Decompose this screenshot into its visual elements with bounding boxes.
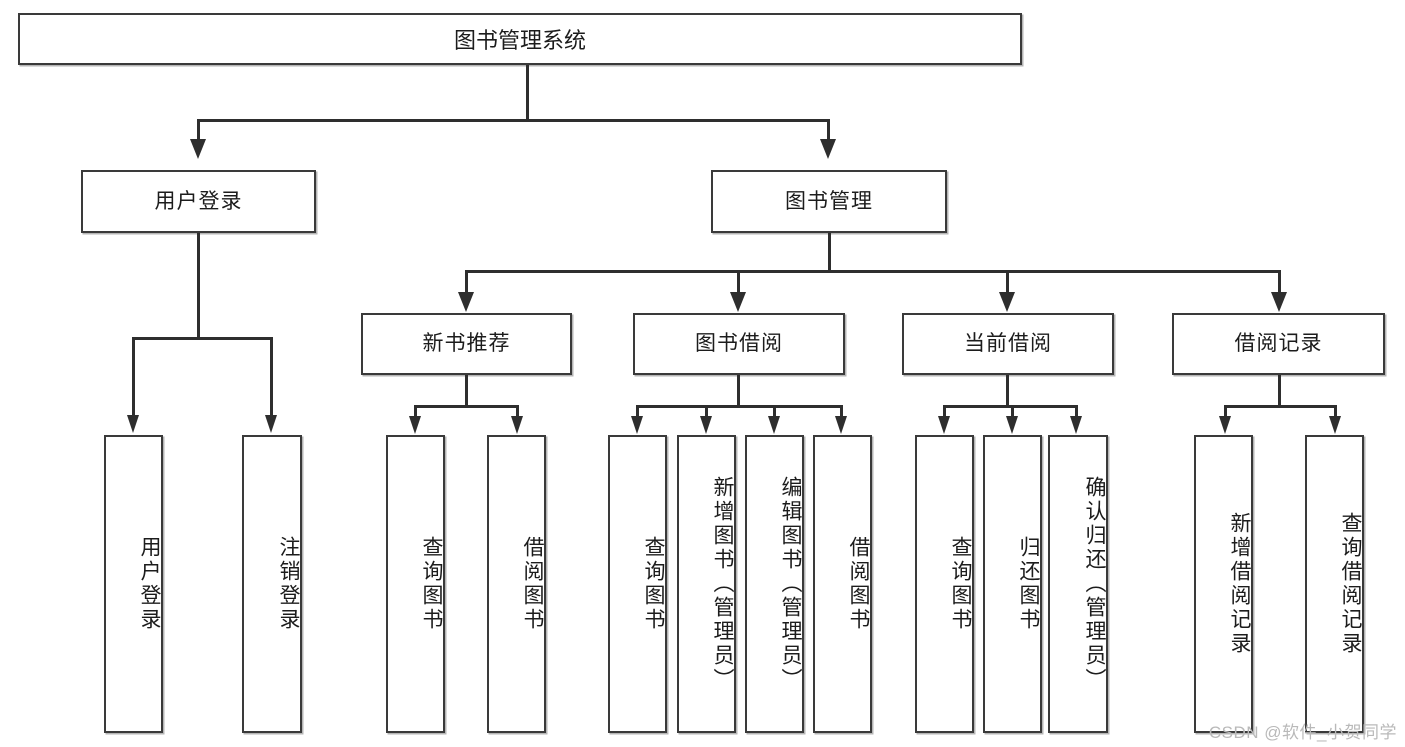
edge-book-borrow-drop-3 — [840, 405, 843, 418]
arrow-to-current-borrow — [999, 292, 1015, 312]
edge-new-book-bus — [414, 405, 518, 408]
leaf-user-logout[interactable]: 注销登录 — [242, 435, 302, 733]
node-label: 新书推荐 — [422, 332, 511, 356]
node-label: 新增借阅记录 — [1228, 512, 1251, 656]
node-label: 查询图书 — [949, 536, 972, 632]
node-borrow-record[interactable]: 借阅记录 — [1172, 313, 1385, 375]
edge-level3-drop-0 — [465, 270, 468, 294]
arrow-to-leaf-query-book-3 — [938, 416, 950, 434]
arrow-to-user-login — [190, 139, 206, 159]
arrow-to-leaf-borrow-book-1 — [511, 416, 523, 434]
edge-user-login-bus — [132, 337, 272, 340]
node-label: 注销登录 — [277, 536, 300, 632]
edge-user-login-drop-1 — [270, 337, 273, 417]
node-label: 借阅图书 — [847, 536, 870, 632]
leaf-borrow-book[interactable]: 借阅图书 — [813, 435, 872, 733]
edge-book-management-stem — [828, 233, 831, 272]
node-label: 图书管理系统 — [453, 28, 586, 53]
arrow-to-leaf-user-logout — [265, 415, 277, 433]
leaf-edit-book-admin[interactable]: 编辑图书（管理员） — [745, 435, 804, 733]
leaf-user-login[interactable]: 用户登录 — [104, 435, 163, 733]
edge-borrow-record-stem — [1278, 375, 1281, 407]
edge-book-borrow-drop-1 — [705, 405, 708, 418]
node-label: 确认归还（管理员） — [1083, 476, 1106, 692]
leaf-return-book[interactable]: 归还图书 — [983, 435, 1042, 733]
arrow-to-leaf-query-book-1 — [409, 416, 421, 434]
edge-current-borrow-drop-0 — [943, 405, 946, 418]
edge-borrow-record-drop-1 — [1334, 405, 1337, 418]
edge-user-login-drop-0 — [132, 337, 135, 417]
arrow-to-borrow-record — [1271, 292, 1287, 312]
arrow-to-book-management — [820, 139, 836, 159]
arrow-to-leaf-add-book — [700, 416, 712, 434]
arrow-to-leaf-query-borrow-record — [1329, 416, 1341, 434]
edge-root-stem — [526, 65, 529, 120]
node-label: 图书管理 — [785, 189, 873, 213]
edge-current-borrow-drop-2 — [1075, 405, 1078, 418]
node-new-book-recommend[interactable]: 新书推荐 — [361, 313, 572, 375]
edge-root-bus — [197, 119, 829, 122]
edge-current-borrow-bus — [943, 405, 1077, 408]
node-label: 新增图书（管理员） — [711, 476, 734, 692]
edge-new-book-drop-1 — [516, 405, 519, 418]
edge-level3-drop-2 — [1006, 270, 1009, 294]
node-label: 用户登录 — [154, 189, 243, 213]
arrow-to-leaf-query-book-2 — [631, 416, 643, 434]
arrow-to-leaf-add-borrow-record — [1219, 416, 1231, 434]
node-label: 查询图书 — [420, 536, 443, 632]
edge-new-book-stem — [465, 375, 468, 407]
node-label: 归还图书 — [1017, 536, 1040, 632]
leaf-query-book-current[interactable]: 查询图书 — [915, 435, 974, 733]
node-current-borrow[interactable]: 当前借阅 — [902, 313, 1114, 375]
leaf-add-borrow-record[interactable]: 新增借阅记录 — [1194, 435, 1253, 733]
edge-book-borrow-drop-2 — [773, 405, 776, 418]
leaf-borrow-book-recommend[interactable]: 借阅图书 — [487, 435, 546, 733]
node-label: 查询借阅记录 — [1339, 512, 1362, 656]
edge-level3-drop-3 — [1278, 270, 1281, 294]
edge-borrow-record-bus — [1224, 405, 1336, 408]
edge-user-login-stem — [197, 233, 200, 339]
edge-book-borrow-drop-0 — [636, 405, 639, 418]
edge-root-drop-right — [827, 119, 830, 141]
node-root-system[interactable]: 图书管理系统 — [18, 13, 1022, 65]
node-user-login[interactable]: 用户登录 — [81, 170, 316, 233]
arrow-to-leaf-edit-book — [768, 416, 780, 434]
edge-borrow-record-drop-0 — [1224, 405, 1227, 418]
arrow-to-book-borrow — [730, 292, 746, 312]
leaf-query-book-borrow[interactable]: 查询图书 — [608, 435, 667, 733]
arrow-to-new-book-recommend — [458, 292, 474, 312]
node-label: 借阅记录 — [1234, 332, 1323, 356]
arrow-to-leaf-borrow-book-2 — [835, 416, 847, 434]
node-book-borrow[interactable]: 图书借阅 — [633, 313, 845, 375]
node-label: 图书借阅 — [695, 332, 783, 356]
edge-book-borrow-stem — [737, 375, 740, 407]
edge-root-drop-left — [197, 119, 200, 141]
node-label: 当前借阅 — [964, 332, 1052, 356]
leaf-confirm-return-admin[interactable]: 确认归还（管理员） — [1048, 435, 1108, 733]
edge-book-borrow-bus — [636, 405, 842, 408]
leaf-add-book-admin[interactable]: 新增图书（管理员） — [677, 435, 736, 733]
leaf-query-book-recommend[interactable]: 查询图书 — [386, 435, 445, 733]
edge-current-borrow-stem — [1006, 375, 1009, 407]
edge-new-book-drop-0 — [414, 405, 417, 418]
arrow-to-leaf-return-book — [1006, 416, 1018, 434]
node-label: 用户登录 — [138, 536, 161, 632]
arrow-to-leaf-user-login — [127, 415, 139, 433]
edge-current-borrow-drop-1 — [1011, 405, 1014, 418]
edge-level3-drop-1 — [737, 270, 740, 294]
node-label: 借阅图书 — [521, 536, 544, 632]
leaf-query-borrow-record[interactable]: 查询借阅记录 — [1305, 435, 1364, 733]
node-label: 查询图书 — [642, 536, 665, 632]
node-label: 编辑图书（管理员） — [779, 476, 802, 692]
arrow-to-leaf-confirm-return — [1070, 416, 1082, 434]
edge-level3-bus — [465, 270, 1281, 273]
node-book-management[interactable]: 图书管理 — [711, 170, 947, 233]
